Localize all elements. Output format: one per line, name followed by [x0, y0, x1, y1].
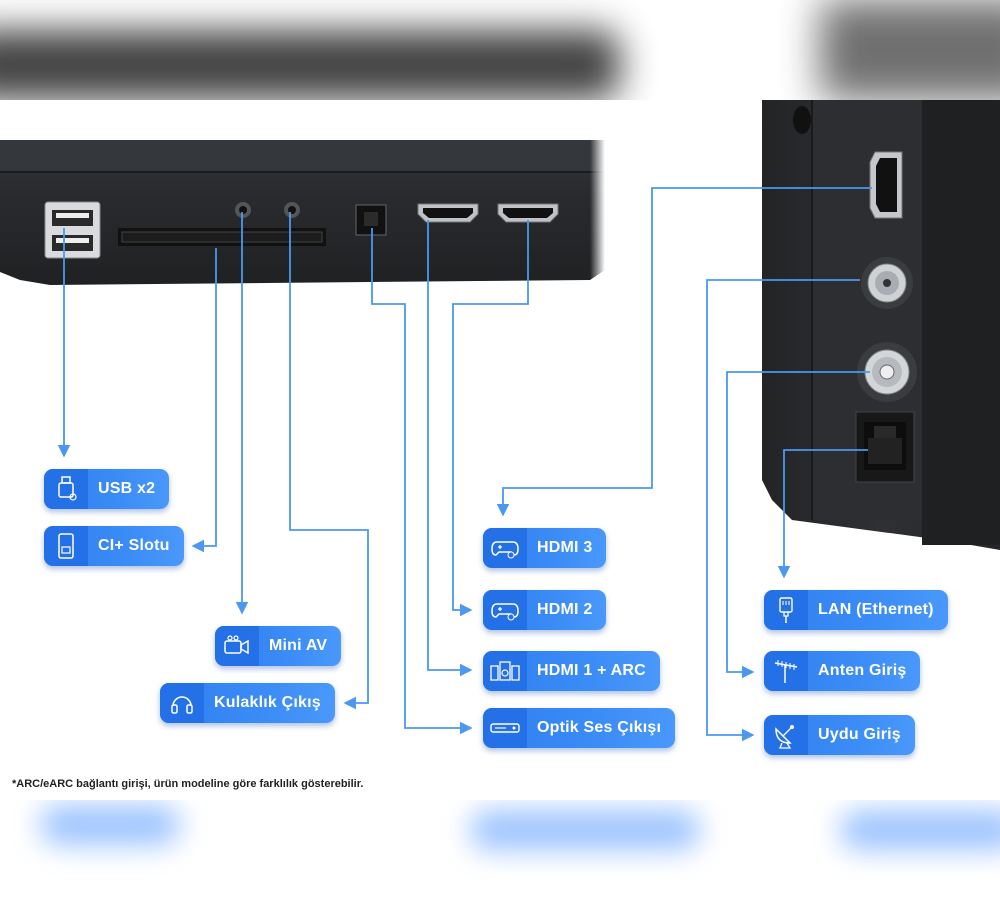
- video-camera-icon: [215, 626, 259, 666]
- lan-port: [855, 411, 915, 483]
- optical-label-text: Optik Ses Çıkışı: [537, 719, 662, 736]
- ci-card-icon: [44, 526, 88, 566]
- hdmi3-label-text: HDMI 3: [537, 539, 593, 556]
- line-optical: [371, 228, 473, 735]
- connection-lines: [57, 187, 872, 742]
- satellite-connector: [861, 257, 913, 309]
- hdmi1-port: [417, 203, 479, 223]
- usb-label: USB x2: [44, 469, 170, 509]
- satellite-label-text: Uydu Giriş: [818, 726, 901, 743]
- usb-label-text: USB x2: [98, 480, 156, 497]
- headphone-label: Kulaklık Çıkış: [160, 683, 335, 723]
- tv-bottom-panel: [0, 140, 605, 290]
- soundbar-icon: [483, 708, 527, 748]
- optical-label: Optik Ses Çıkışı: [483, 708, 676, 748]
- footnote: *ARC/eARC bağlantı girişi, ürün modeline…: [12, 778, 364, 790]
- mini-av-label-text: Mini AV: [269, 637, 328, 654]
- optical-port: [355, 204, 387, 236]
- usb-stick-icon: [44, 469, 88, 509]
- usb-ports: [44, 201, 101, 259]
- antenna-label-text: Anten Giriş: [818, 662, 907, 679]
- antenna-connector: [857, 342, 917, 402]
- bottom-blur-backdrop: [0, 800, 1000, 900]
- ci-slot-label: CI+ Slotu: [44, 526, 184, 566]
- headphone-label-text: Kulaklık Çıkış: [214, 694, 321, 711]
- satellite-label: Uydu Giriş: [764, 715, 915, 755]
- ethernet-plug-icon: [764, 590, 808, 630]
- hdmi2-label: HDMI 2: [483, 590, 607, 630]
- mini-av-label: Mini AV: [215, 626, 342, 666]
- gamepad-icon: [483, 528, 527, 568]
- headphone-jack: [284, 202, 300, 218]
- antenna-icon: [764, 651, 808, 691]
- hdmi2-label-text: HDMI 2: [537, 601, 593, 618]
- line-headphone: [289, 212, 369, 710]
- line-lan: [777, 449, 868, 579]
- hdmi3-port: [869, 151, 903, 219]
- line-hdmi3: [496, 187, 872, 517]
- mini-av-jack: [235, 202, 251, 218]
- hdmi1-label: HDMI 1 + ARC: [483, 651, 660, 691]
- antenna-label: Anten Giriş: [764, 651, 921, 691]
- tv-side-panel: [762, 100, 1000, 550]
- line-satellite: [706, 279, 860, 742]
- line-hdmi2: [452, 220, 529, 617]
- line-hdmi1: [427, 220, 473, 677]
- ci-slot-label-text: CI+ Slotu: [98, 537, 170, 554]
- lan-label-text: LAN (Ethernet): [818, 601, 934, 618]
- lan-label: LAN (Ethernet): [764, 590, 948, 630]
- headphones-icon: [160, 683, 204, 723]
- top-blur-backdrop: [0, 0, 1000, 100]
- gamepad-icon: [483, 590, 527, 630]
- ci-slot-port: [118, 228, 326, 246]
- speaker-system-icon: [483, 651, 527, 691]
- hdmi3-label: HDMI 3: [483, 528, 607, 568]
- satellite-dish-icon: [764, 715, 808, 755]
- connection-diagram: USB x2 CI+ Slotu Mini AV Kulaklık Çıkış …: [0, 100, 1000, 800]
- line-antenna: [726, 371, 870, 679]
- hdmi1-label-text: HDMI 1 + ARC: [537, 662, 646, 679]
- line-ci: [191, 248, 217, 553]
